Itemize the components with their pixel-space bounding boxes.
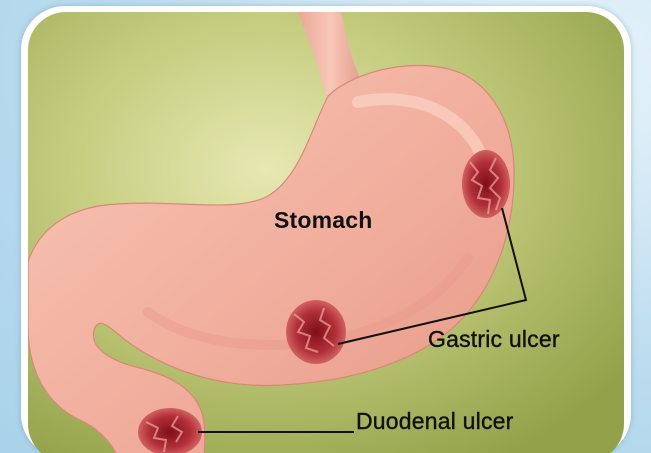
gastric-ulcer-label: Gastric ulcer bbox=[428, 326, 560, 353]
gastric-ulcer-lower bbox=[286, 300, 346, 364]
duodenal-ulcer-label: Duodenal ulcer bbox=[356, 408, 514, 435]
stomach-label: Stomach bbox=[274, 207, 373, 234]
